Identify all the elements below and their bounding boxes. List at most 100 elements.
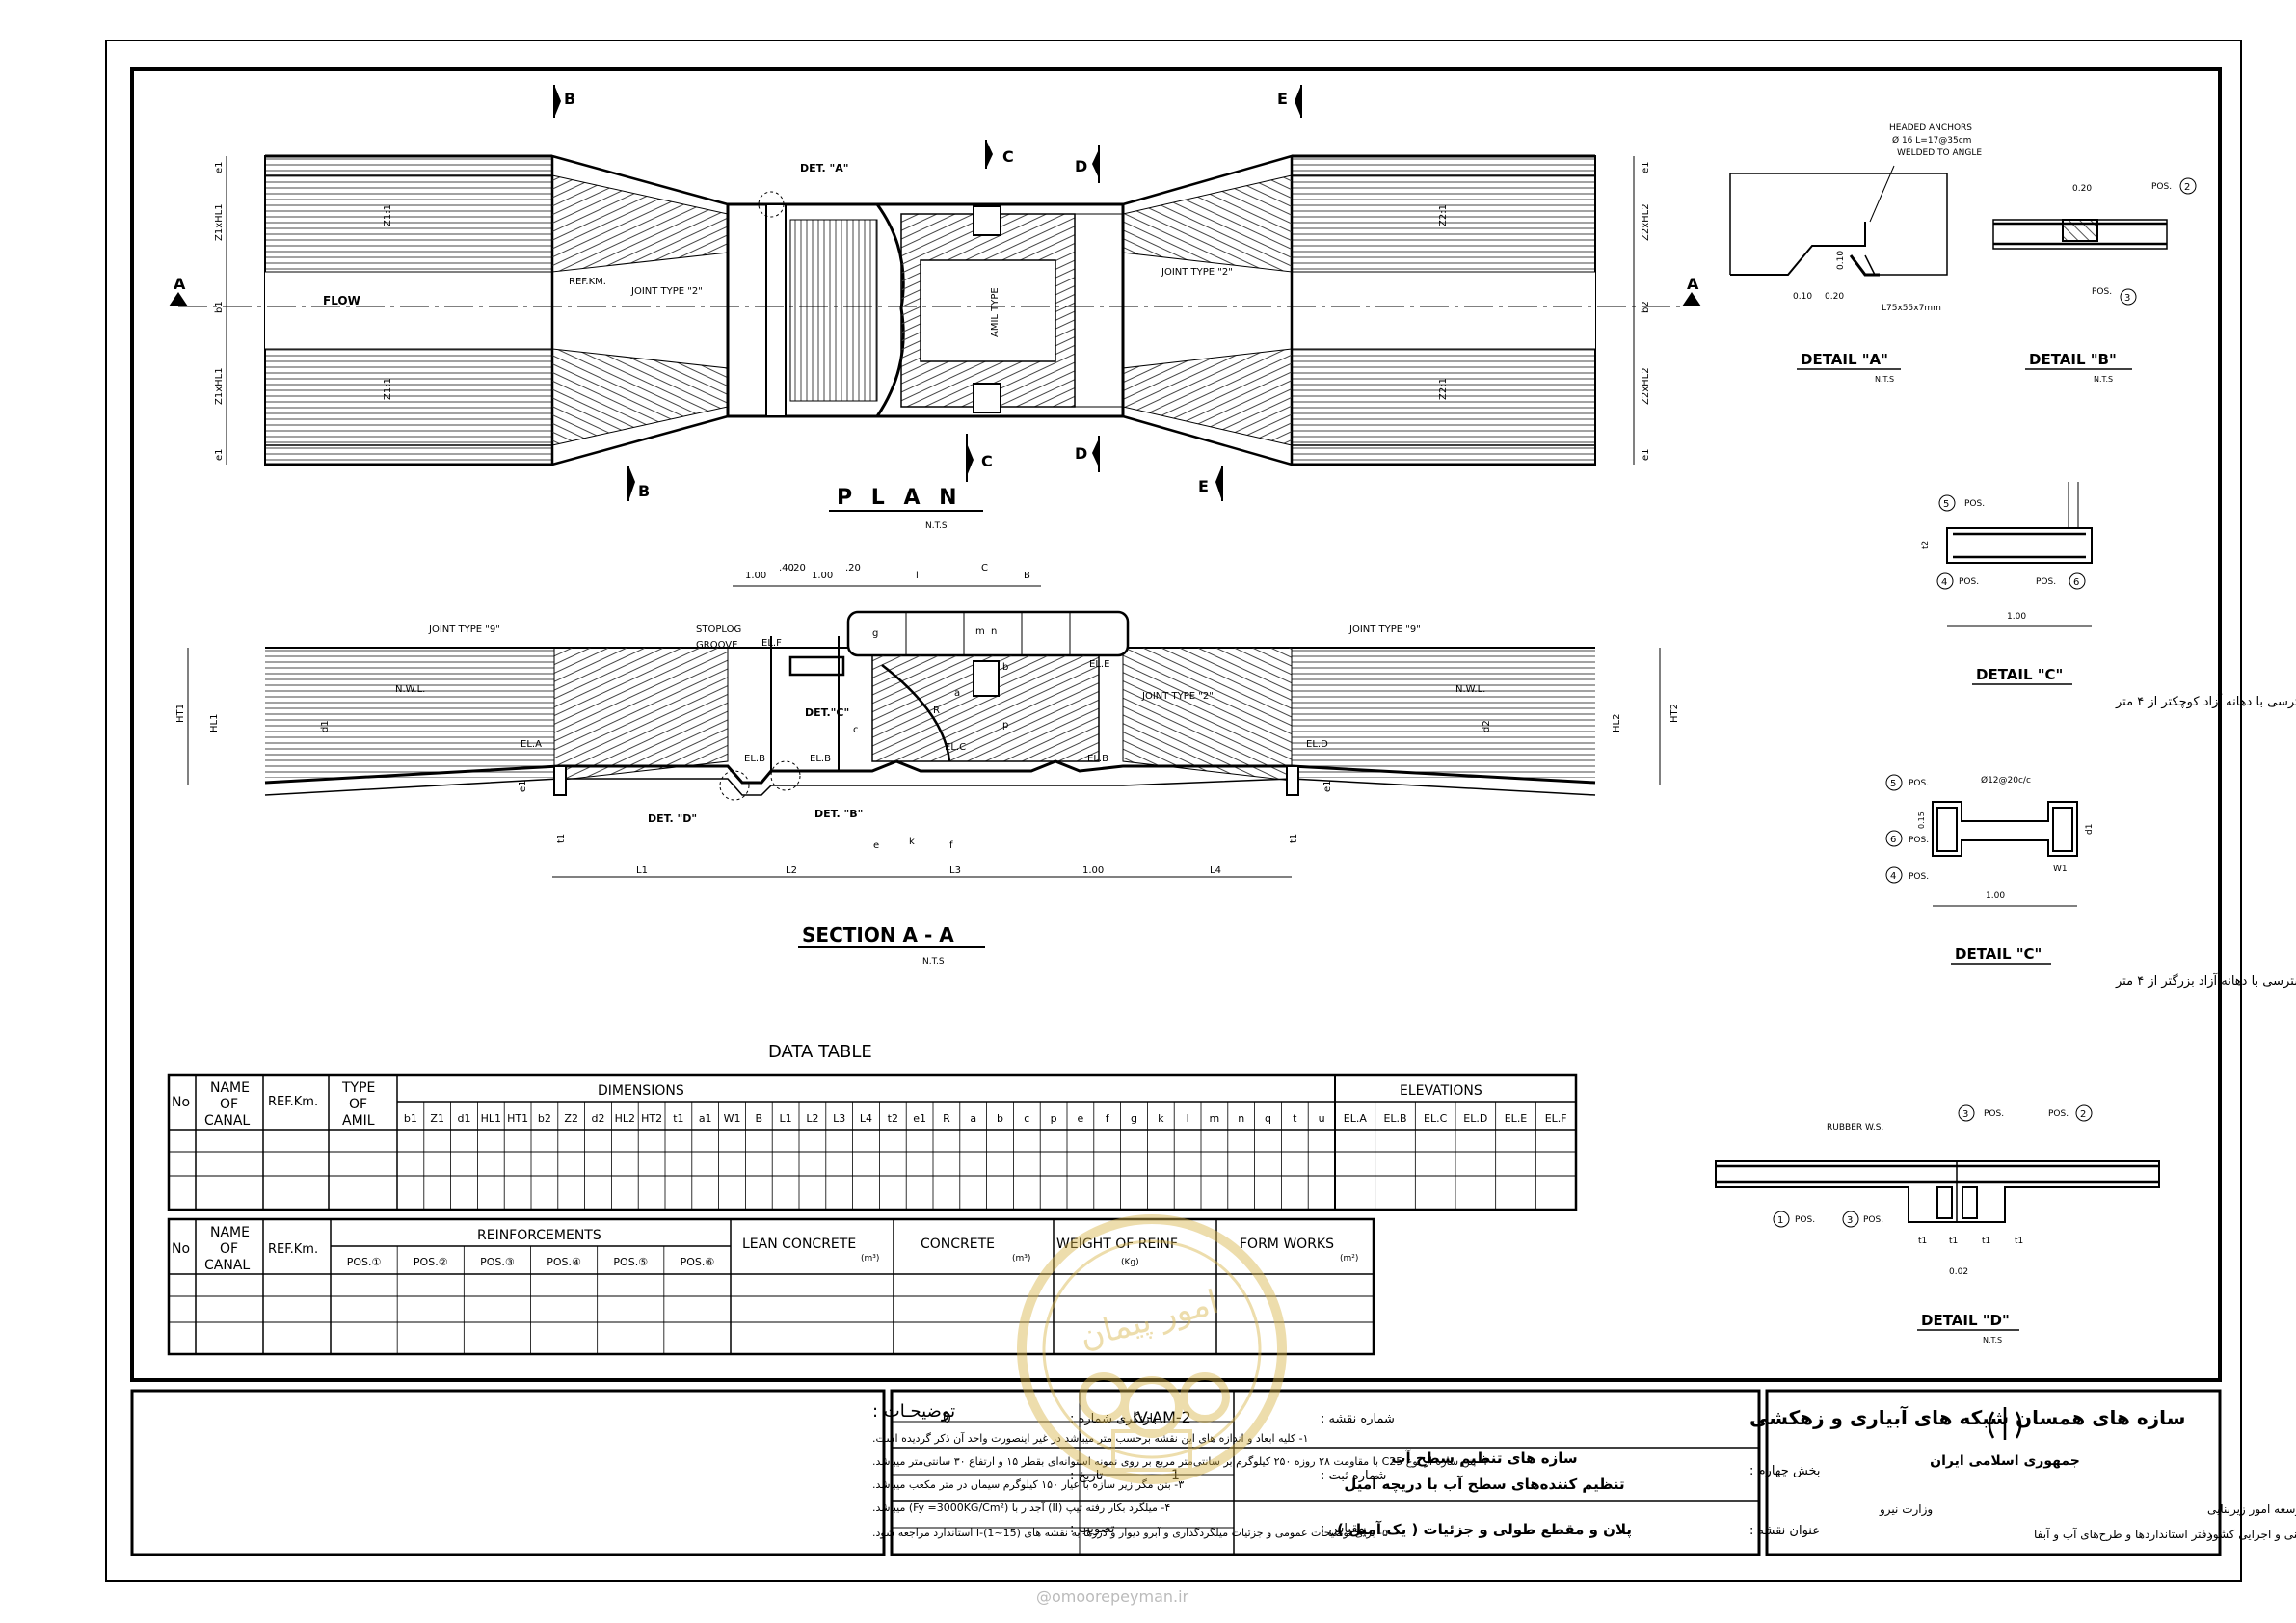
detail-b-scale: N.T.S [2094,375,2113,384]
position-header-4: POS.④ [547,1256,581,1268]
data-table-h-no: No [172,1095,190,1110]
detail-c2-w1: W1 [2053,865,2068,874]
title-block: توضیحـات : ۱- کلیه ابعاد و اندازه های ای… [130,1389,2296,1556]
section-sub-dim-2: f [949,840,953,851]
data-table-h-ref: REF.Km. [268,1095,318,1109]
section-el-b3: EL.B [1087,754,1108,764]
section-marker-a [169,292,1701,306]
detail-a-title: DETAIL "A" [1801,351,1888,368]
tb-drawing-no-label: شماره نقشه : [1321,1412,1395,1426]
plan-sec-a-right: A [1687,275,1699,293]
dimension-header-3: HL1 [481,1112,501,1125]
data-table-h-dims: DIMENSIONS [598,1083,684,1099]
section-inner-7: c [853,725,859,735]
reinf-h-name-1: OF [220,1241,238,1257]
detail-c2: POS. 5 POS. 6 POS. 4 Ø12@20c/c 0.15 d1 W… [1885,774,2296,989]
plan-sec-c-bottom: C [981,452,993,470]
section-right-dim-1: HL2 [1612,714,1622,732]
plan-dim-right-4: e1 [1641,448,1651,461]
section-water-left [265,648,554,778]
reinf-h-name-0: NAME [210,1225,250,1240]
elevation-header-3: EL.D [1463,1112,1487,1125]
plan-flow-label: FLOW [323,294,360,307]
detail-c2-n5: 5 [1890,779,1896,789]
section-view: JOINT TYPE "9" JOINT TYPE "9" JOINT TYPE… [175,563,1680,967]
detail-c2-015: 0.15 [1917,812,1926,829]
dimension-header-0: b1 [404,1112,417,1125]
dimension-header-2: d1 [458,1112,471,1125]
plan-joint-left: JOINT TYPE "2" [630,286,703,297]
plan-z2-top: Z2:1 [1438,204,1449,226]
detail-d-title: DETAIL "D" [1921,1312,2010,1329]
plan-dim-right-0: e1 [1641,161,1651,173]
detail-c1-n6: 6 [2073,577,2079,588]
plan-sec-b-top: B [564,90,575,108]
tb-rev-label: بازنگری شماره : [1070,1411,1157,1426]
section-marker-e [1215,85,1302,501]
section-marker-d [1092,145,1100,472]
section-top-dim-5: l [916,571,919,581]
section-nwl-left: N.W.L. [395,684,425,695]
notes-line-3: ۴- میلگرد بکار رفته تیپ (II) آجدار با (F… [872,1501,1170,1514]
notes-line-1: ۲- بتن سازه از نوع C25 با مقاومت ۲۸ روزه… [872,1455,1489,1468]
section-bottom-dim-4: L4 [1210,865,1221,876]
detail-d-t1-b: t1 [1949,1237,1958,1246]
dimension-header-12: W1 [724,1112,741,1125]
detail-a-note-2: Ø 16 L=17@35cm [1892,135,1971,146]
section-det-b: DET. "B" [814,808,863,820]
section-groove: GROOVE [696,640,737,651]
dimension-header-7: d2 [592,1112,605,1125]
section-right-dim-3: e1 [1322,780,1333,792]
reinf-u-lean: (m³) [861,1254,879,1264]
plan-dim-right-3: Z2xHL2 [1641,367,1651,405]
tb-drawing-no: IV-AM-2 [1133,1408,1191,1426]
data-table-h-elev: ELEVATIONS [1400,1083,1482,1099]
reinf-h-ref: REF.Km. [268,1242,318,1257]
section-scale: N.T.S [922,957,945,967]
plan-dim-left-4: e1 [214,448,225,461]
plan-z1-bottom: Z1:1 [383,378,393,400]
elevation-header-0: EL.A [1344,1112,1368,1125]
section-el-a: EL.A [521,739,542,750]
dimension-header-33: t [1293,1112,1297,1125]
detail-b-title: DETAIL "B" [2029,351,2117,368]
detail-b-n2: 2 [2184,182,2190,193]
section-top-dim-3: 1.00 [812,571,833,581]
iran-emblem-icon [1988,1407,2022,1440]
elevation-header-1: EL.B [1383,1112,1406,1125]
plan-sec-e-top: E [1277,90,1288,108]
section-top-dim-4: .20 [845,563,861,573]
detail-b-pos-2: POS. [2151,182,2172,192]
section-stoplog: STOPLOG [696,625,741,635]
org-dept1: معاونت فنی و توسعه امور زیربنایی [2207,1503,2296,1517]
inner-frame [130,67,2222,1382]
detail-a-note-1: HEADED ANCHORS [1889,123,1972,133]
detail-c1: POS. 5 POS. 4 POS. 6 t2 1.00 DETAIL "C" … [1921,482,2296,709]
outer-frame [105,40,2242,1582]
section-joint9-left: JOINT TYPE "9" [428,625,500,635]
detail-d-n3: 3 [1847,1215,1853,1226]
detail-c2-title: DETAIL "C" [1955,945,2042,963]
detail-d-rubber: RUBBER W.S. [1827,1123,1883,1132]
watermark-site: @omoorepeyman.ir [1036,1587,1189,1606]
tb-date-label: تاریخ : [1070,1469,1104,1483]
detail-c1-note: تیپA : پل دسترسی با دهانه آزاد کوچکتر از… [2115,693,2296,709]
section-top-dim-6: C [981,563,988,573]
plan-sec-e-bottom: E [1198,477,1209,495]
dimension-header-21: a [970,1112,976,1125]
detail-c1-title: DETAIL "C" [1976,666,2063,683]
dimension-header-13: B [756,1112,763,1125]
data-table-h-name-1: OF [220,1097,238,1112]
detail-d-n3-top: 3 [1962,1109,1968,1120]
section-top-dim-0: 1.00 [745,571,766,581]
dimension-header-17: L4 [860,1112,872,1125]
position-header-2: POS.② [414,1256,448,1268]
section-inner-5: a [954,688,960,699]
section-inner-2: n [991,626,997,637]
dimension-header-14: L1 [780,1112,792,1125]
detail-d-t1-a: t1 [1918,1237,1927,1246]
section-inner-6: b [1002,662,1008,673]
